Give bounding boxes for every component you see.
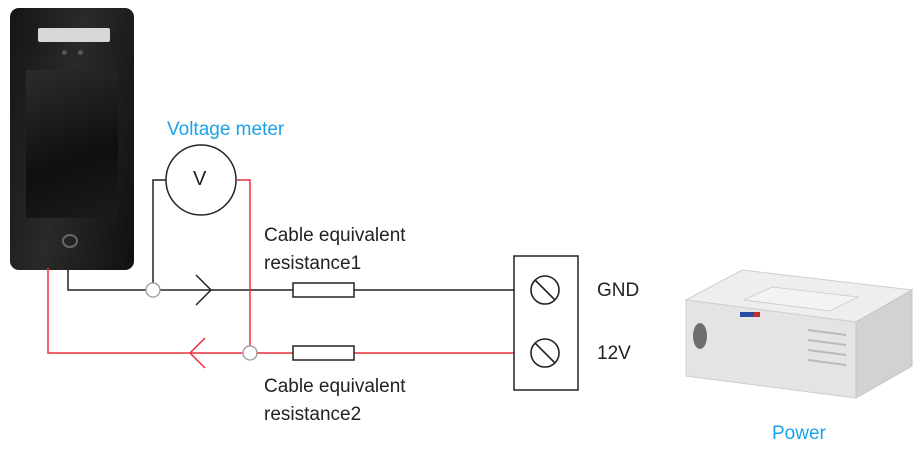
gnd-wire: [67, 268, 293, 291]
power-supply-icon: [684, 269, 914, 399]
v12-junction-icon: [242, 345, 258, 361]
v12-arrow-icon: [188, 337, 206, 369]
gnd-arrow-icon: [195, 274, 213, 306]
voltage-meter-label: Voltage meter: [167, 119, 285, 140]
v12-wire: [47, 268, 293, 354]
cable2-label-line1: Cable equivalent: [264, 376, 406, 397]
access-control-device: [10, 8, 134, 270]
device-screen: [26, 70, 118, 218]
device-light-bar: [38, 28, 110, 42]
device-logo-icon: [62, 234, 78, 248]
v12-label: 12V: [597, 343, 631, 364]
power-label: Power: [772, 423, 826, 444]
meter-symbol: V: [193, 168, 207, 190]
resistor2-icon: [292, 345, 355, 361]
voltmeter-icon: [165, 144, 237, 216]
resistor1-icon: [292, 282, 355, 298]
meter-red-lead: [237, 179, 251, 353]
gnd-junction-icon: [145, 282, 161, 298]
cable1-label-line2: resistance1: [264, 253, 362, 274]
device-sensor-icon: [78, 50, 83, 55]
meter-black-lead: [152, 179, 166, 290]
device-camera-icon: [62, 50, 67, 55]
cable2-label-line2: resistance2: [264, 404, 362, 425]
gnd-label: GND: [597, 280, 640, 301]
cable1-label-line1: Cable equivalent: [264, 225, 406, 246]
